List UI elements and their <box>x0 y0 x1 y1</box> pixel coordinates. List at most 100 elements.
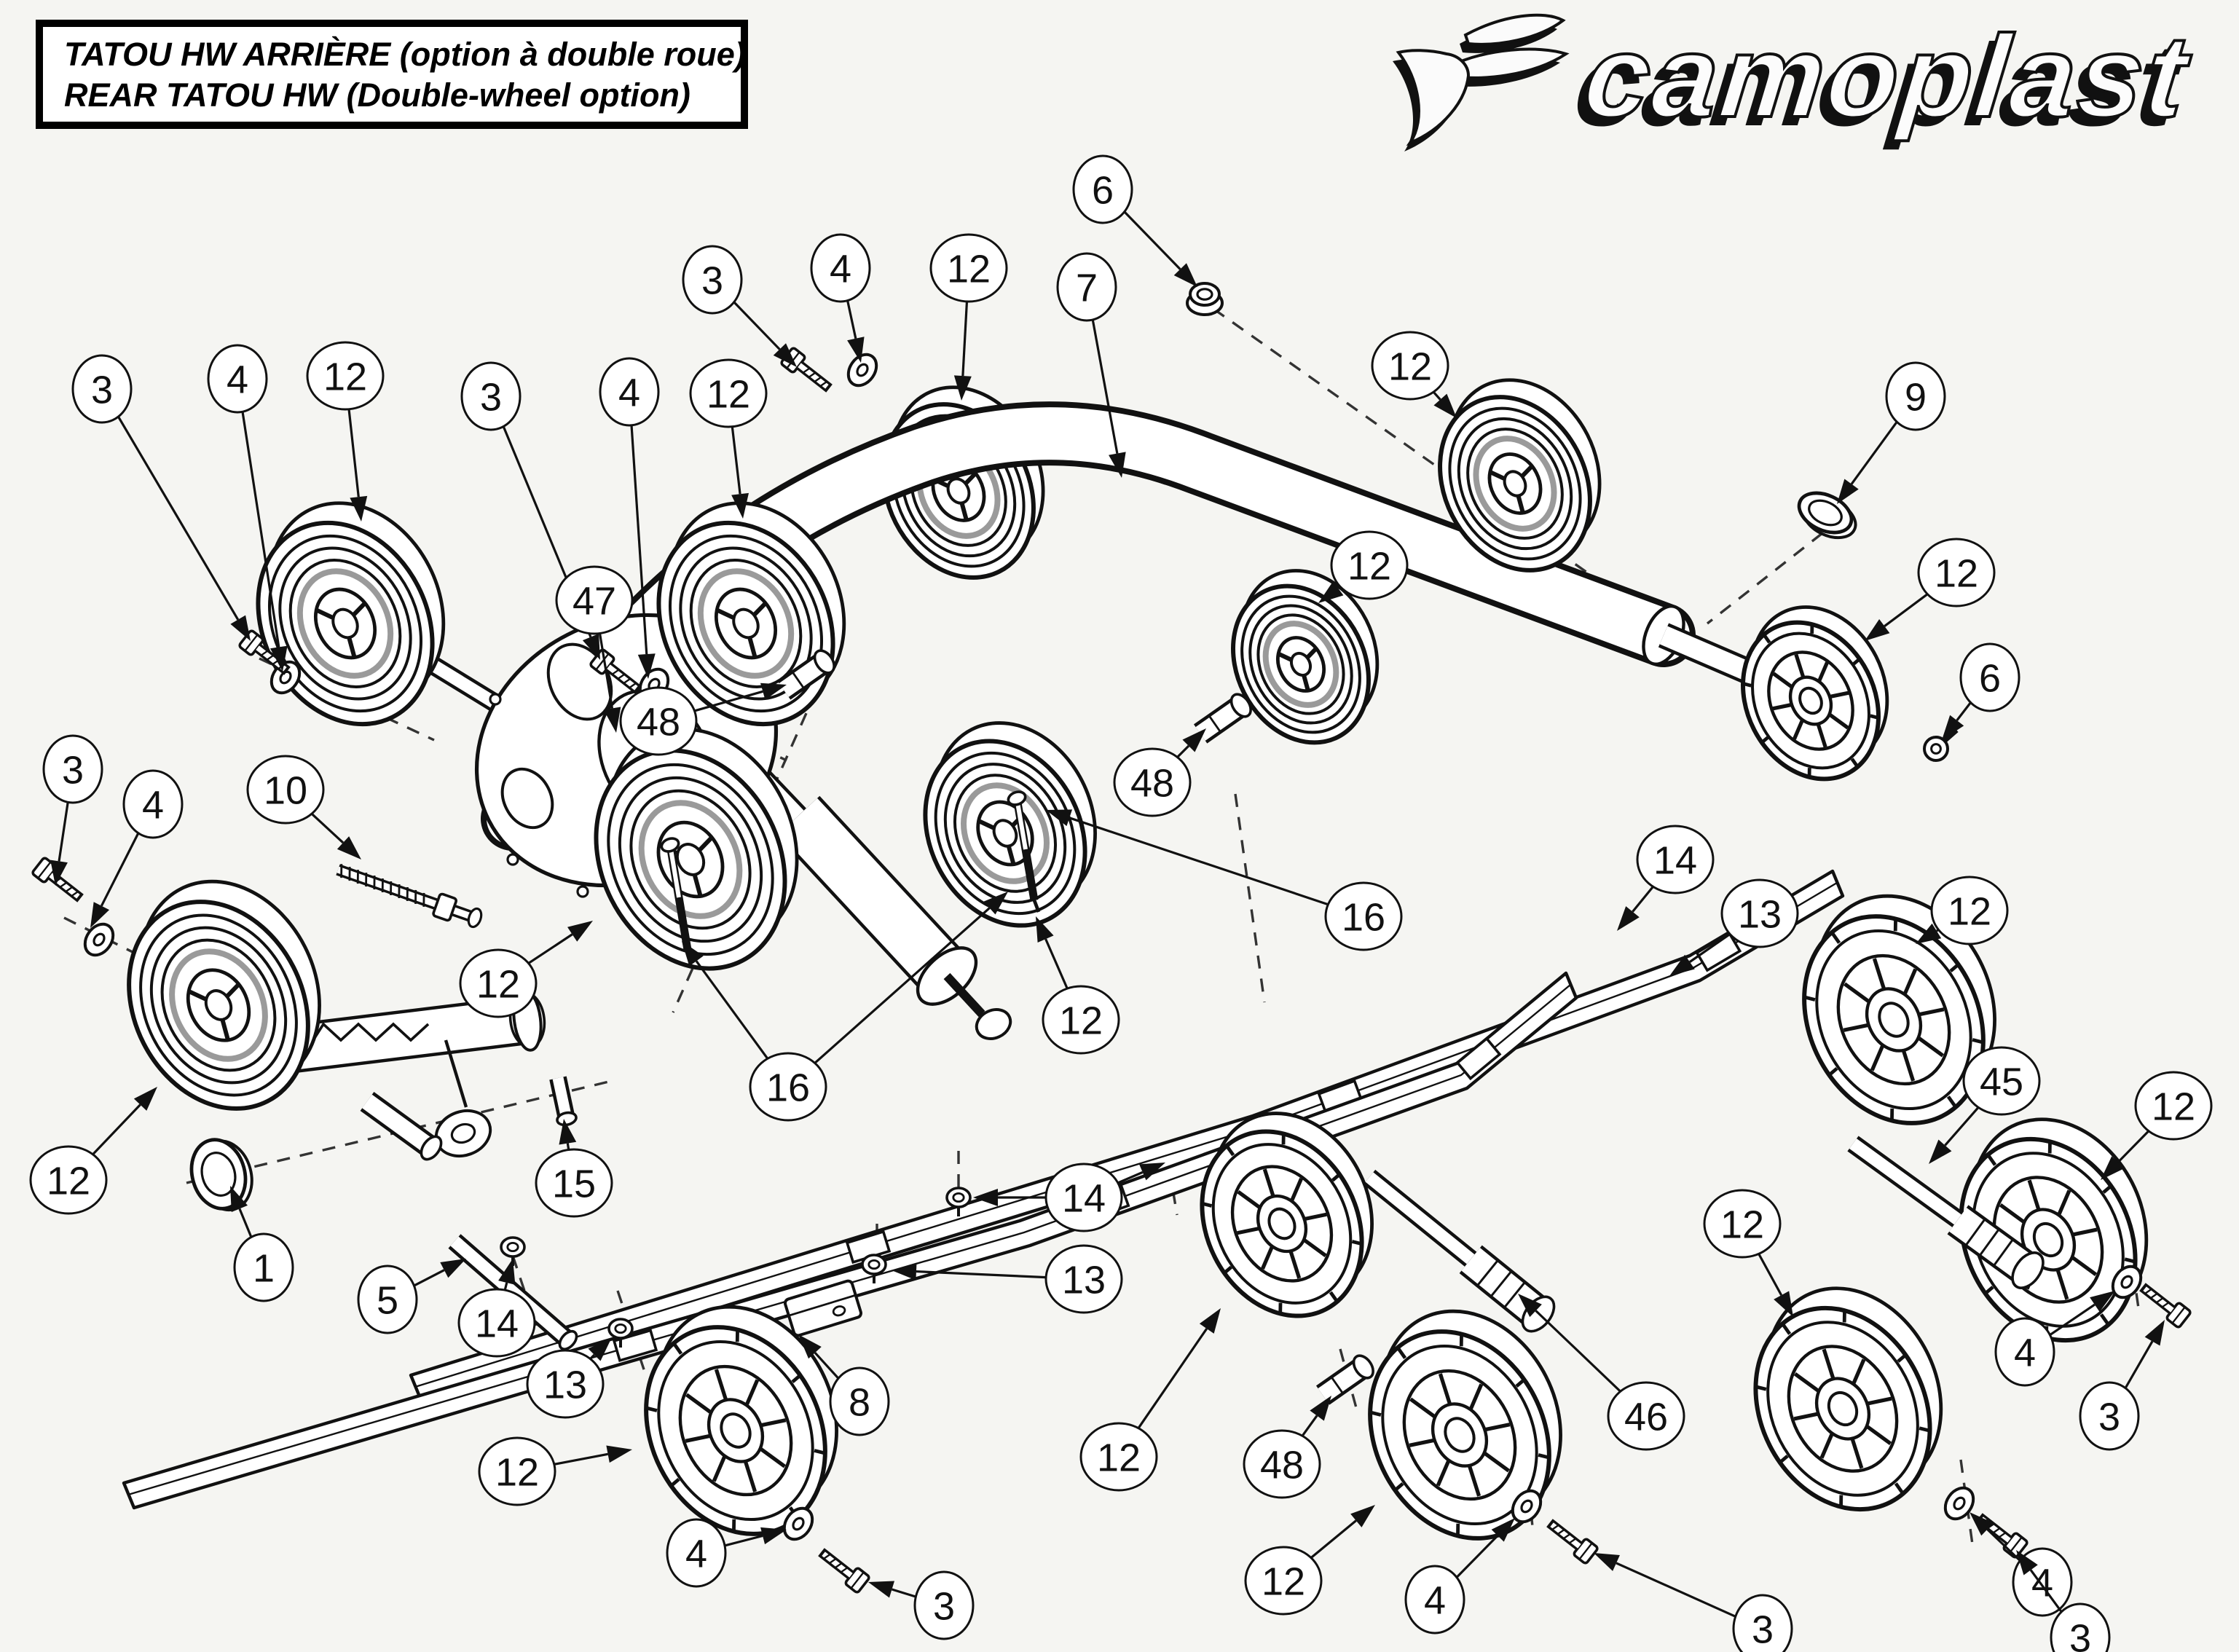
leader-arrowhead <box>983 892 1008 915</box>
spoke <box>1999 1203 2026 1224</box>
bolt-shaft-face <box>798 363 829 389</box>
hex-bolt <box>818 1548 870 1594</box>
callout-ellipse <box>666 1518 727 1588</box>
callout-4: 4 <box>666 1518 787 1588</box>
leader-arrowhead <box>588 1337 612 1361</box>
callout-15: 15 <box>535 1119 613 1218</box>
callout-number: 12 <box>1948 889 1991 933</box>
bolt-shaft-face <box>2143 1286 2174 1313</box>
leader-arrowhead <box>50 860 68 886</box>
callout-number: 4 <box>2031 1561 2053 1605</box>
leader-line <box>1301 1415 1318 1437</box>
spoke <box>2057 1189 2071 1216</box>
title-box-border <box>36 20 748 129</box>
callout-ellipse <box>555 565 634 635</box>
callout-number: 45 <box>1980 1060 2023 1104</box>
thread <box>2160 1301 2171 1309</box>
bolt-head-facet <box>2171 1306 2186 1324</box>
rim-shade <box>1262 621 1339 708</box>
rim-rib <box>679 546 813 701</box>
axis-dashed-line <box>1706 532 1824 625</box>
rim-rib <box>139 913 298 1097</box>
leader-line <box>1176 744 1190 758</box>
hub-spoke <box>978 819 995 830</box>
rim-tick <box>1515 1379 1525 1388</box>
axis-dashed-line <box>511 1255 538 1326</box>
leader-line <box>814 1352 840 1380</box>
sleeve-rib <box>1476 1259 1500 1287</box>
pivot-stub <box>360 1092 443 1161</box>
rim-tick <box>2124 1257 2135 1264</box>
bushing <box>1193 693 1252 744</box>
bracket-edge <box>788 1294 857 1317</box>
nut-bore <box>952 1192 965 1203</box>
leader-line <box>241 412 280 648</box>
rim-tick <box>1278 1302 1283 1313</box>
idler-wheel-spoked <box>1802 894 1996 1125</box>
washer-hole <box>2120 1275 2133 1289</box>
spoke <box>714 1369 728 1401</box>
callout-number: 12 <box>1388 345 1432 388</box>
leader-line <box>413 1269 445 1287</box>
leader-line <box>1956 701 1972 722</box>
callout-4: 4 <box>1404 1518 1515 1635</box>
end-cap <box>189 1138 253 1212</box>
leader-arrowhead <box>1173 263 1197 287</box>
callout-12: 12 <box>1371 331 1457 418</box>
callout-number: 4 <box>618 371 640 414</box>
hub-spoke <box>959 503 969 520</box>
rim-shade <box>638 800 743 919</box>
hub-bore <box>732 607 760 640</box>
washer-hole <box>93 932 106 947</box>
callout-ellipse <box>810 233 871 303</box>
callout-3: 3 <box>868 1570 975 1640</box>
leader-line <box>695 960 769 1060</box>
rim-tick <box>1852 658 1860 666</box>
thread <box>259 649 269 657</box>
leader-line <box>238 1208 253 1238</box>
callout-12: 12 <box>2101 1071 2213 1180</box>
tube-seam <box>932 461 1166 485</box>
leader-arrowhead <box>760 1527 787 1545</box>
rim-shade <box>697 568 795 679</box>
callout-13: 13 <box>526 1337 612 1419</box>
callout-number: 13 <box>543 1363 587 1407</box>
callout-4: 4 <box>810 233 871 363</box>
callout-ellipse <box>1072 154 1133 224</box>
leader-line <box>92 1104 141 1155</box>
thread <box>1562 1533 1572 1541</box>
callout-6: 6 <box>1942 642 2020 740</box>
axis-dashed-line <box>1959 1459 1974 1545</box>
spoke-ring <box>1836 953 1951 1086</box>
idler-wheel-spoked <box>1200 1112 1374 1318</box>
leader-arrowhead <box>567 921 593 942</box>
leader-arrowhead <box>1046 809 1073 827</box>
rim-tick <box>1396 1347 1407 1359</box>
hub-spoke <box>1490 470 1506 481</box>
spoke <box>712 1455 727 1482</box>
callout-ellipse <box>1917 538 1996 607</box>
washer <box>83 922 115 957</box>
flange-nut <box>1186 282 1224 316</box>
leader-arrowhead <box>847 337 865 363</box>
spoke <box>1289 1178 1303 1203</box>
leader-line <box>503 1282 508 1291</box>
callout-number: 48 <box>1130 761 1174 805</box>
rim-tick <box>1893 919 1897 932</box>
callout-ellipse <box>1324 881 1403 951</box>
lock-nut <box>945 1187 972 1216</box>
callout-13: 13 <box>892 1244 1123 1314</box>
callout-ellipse <box>749 1052 827 1122</box>
callout-number: 7 <box>1076 266 1098 310</box>
rim-tick <box>1972 1038 1983 1045</box>
thread <box>58 881 68 889</box>
callout-number: 4 <box>2014 1331 2036 1374</box>
leader-arrowhead <box>1837 479 1859 504</box>
callout-12: 12 <box>1703 1189 1793 1317</box>
thread <box>828 1557 838 1565</box>
pin-head <box>660 837 680 853</box>
rim-tick <box>1456 1523 1460 1535</box>
spoke <box>1843 982 1870 1004</box>
callout-ellipse <box>689 358 768 428</box>
